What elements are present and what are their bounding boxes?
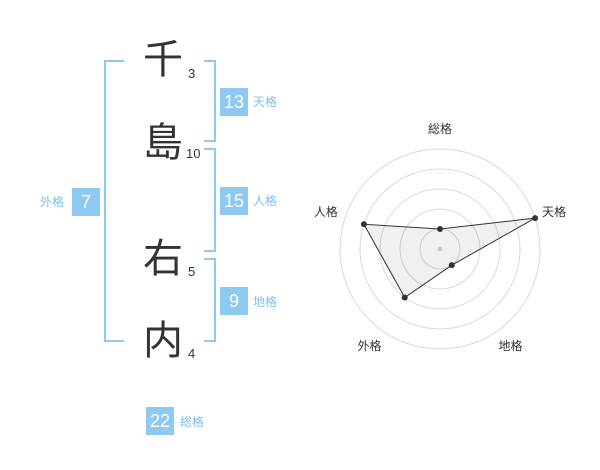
radar-data-point — [360, 221, 367, 228]
radar-grid-ring — [339, 148, 541, 350]
tenkaku-value-badge: 13 — [220, 88, 248, 116]
radar-grid-ring — [379, 188, 501, 310]
radar-data-point — [401, 294, 408, 301]
radar-axis-label: 人格 — [314, 204, 338, 219]
stroke-count-3: 5 — [188, 264, 196, 279]
gaikaku-bracket — [104, 60, 124, 342]
soukaku-value-badge: 22 — [146, 407, 174, 435]
jinkaku-value-badge: 15 — [220, 187, 248, 215]
radar-data-point — [448, 262, 455, 269]
jinkaku-label: 人格 — [253, 194, 278, 208]
radar-axis-label: 総格 — [428, 121, 452, 136]
jinkaku-bracket — [204, 148, 216, 252]
chikaku-bracket — [204, 258, 216, 342]
chikaku-value-badge: 9 — [220, 287, 248, 315]
radar-axis-label: 外格 — [357, 338, 381, 353]
gaikaku-label: 外格 — [40, 195, 65, 209]
stroke-count-2: 10 — [186, 146, 201, 161]
tenkaku-label: 天格 — [253, 95, 278, 109]
radar-grid-ring — [359, 168, 521, 330]
gaikaku-value-badge: 7 — [72, 188, 100, 216]
radar-axis-label: 地格 — [499, 338, 523, 353]
stroke-count-4: 4 — [188, 346, 196, 361]
radar-data-point — [437, 226, 443, 232]
soukaku-label: 総格 — [180, 415, 205, 429]
name-char-4: 内 — [143, 318, 183, 364]
name-char-3: 右 — [143, 236, 183, 282]
name-char-1: 千 — [143, 37, 183, 83]
chikaku-label: 地格 — [253, 295, 278, 309]
radar-center-dot — [437, 246, 443, 252]
radar-data-polygon — [363, 217, 536, 299]
radar-axis-label: 天格 — [542, 204, 566, 219]
tenkaku-bracket — [204, 60, 216, 142]
name-char-2: 島 — [143, 120, 183, 166]
radar-data-point — [532, 215, 539, 222]
stroke-count-1: 3 — [188, 66, 196, 81]
